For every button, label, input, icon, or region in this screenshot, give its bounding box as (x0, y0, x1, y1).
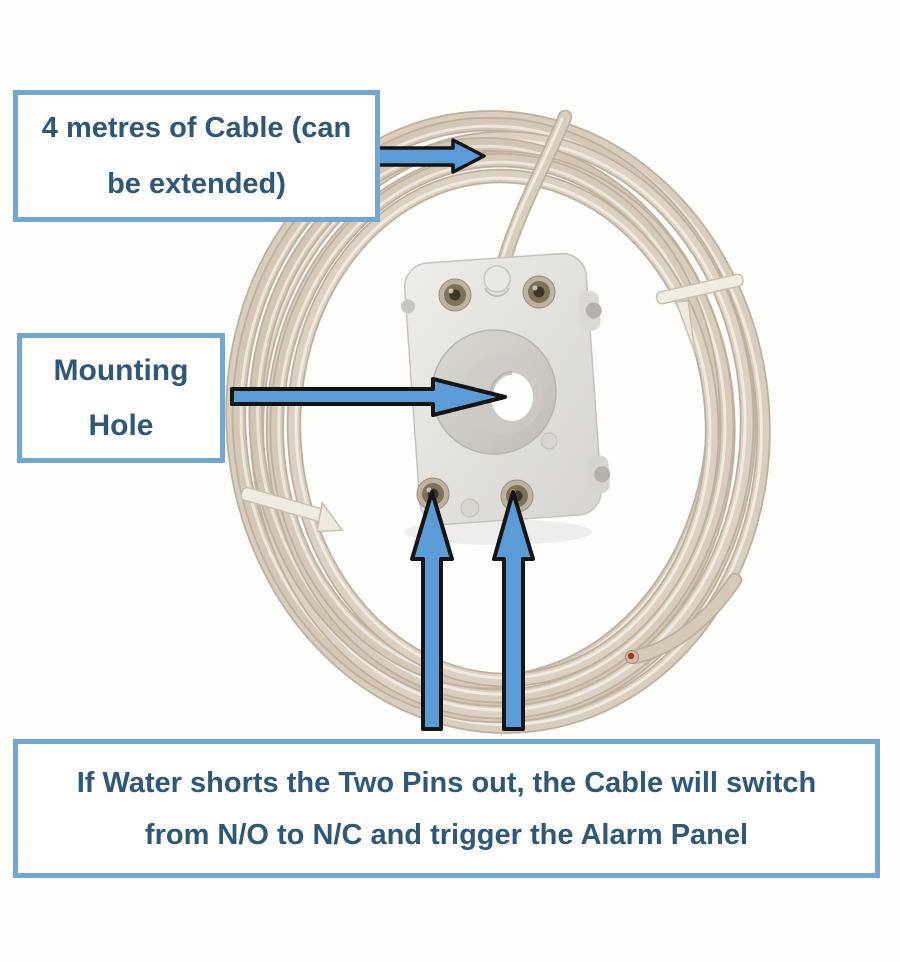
corner-notch-icon (594, 466, 611, 483)
arrow-up-icon (410, 490, 454, 731)
cable-to-sensor (496, 109, 573, 270)
arrow-right-icon (366, 138, 486, 174)
pins-behaviour-note: If Water shorts the Two Pins out, the Ca… (13, 739, 880, 878)
cable-tie-left (240, 486, 344, 533)
cable-note-line2: be extended) (107, 168, 286, 200)
mounting-hole-note: Mounting Hole (17, 333, 225, 463)
cable-note-line1: 4 metres of Cable (can (41, 112, 352, 144)
mounting-note-line2: Hole (88, 409, 154, 442)
contact-pin-top-left (438, 278, 472, 312)
arrow-up-icon (492, 490, 535, 731)
corner-notch-icon (585, 302, 602, 319)
sensor-base-plate (401, 252, 611, 545)
red-wire-tip (625, 572, 743, 665)
contact-pin-top-right (522, 275, 556, 309)
arrow-right-icon (230, 377, 507, 417)
plate-dimple (540, 432, 558, 450)
pins-note-line2: from N/O to N/C and trigger the Alarm Pa… (144, 818, 749, 851)
plate-dimple (460, 498, 480, 518)
corner-notch-icon (401, 299, 416, 314)
cable-length-note: 4 metres of Cable (can be extended) (13, 90, 380, 222)
cable-tie-right (655, 273, 744, 353)
mounting-note-line1: Mounting (53, 354, 189, 387)
pins-note-line1: If Water shorts the Two Pins out, the Ca… (76, 766, 817, 799)
plate-nub (483, 265, 511, 293)
